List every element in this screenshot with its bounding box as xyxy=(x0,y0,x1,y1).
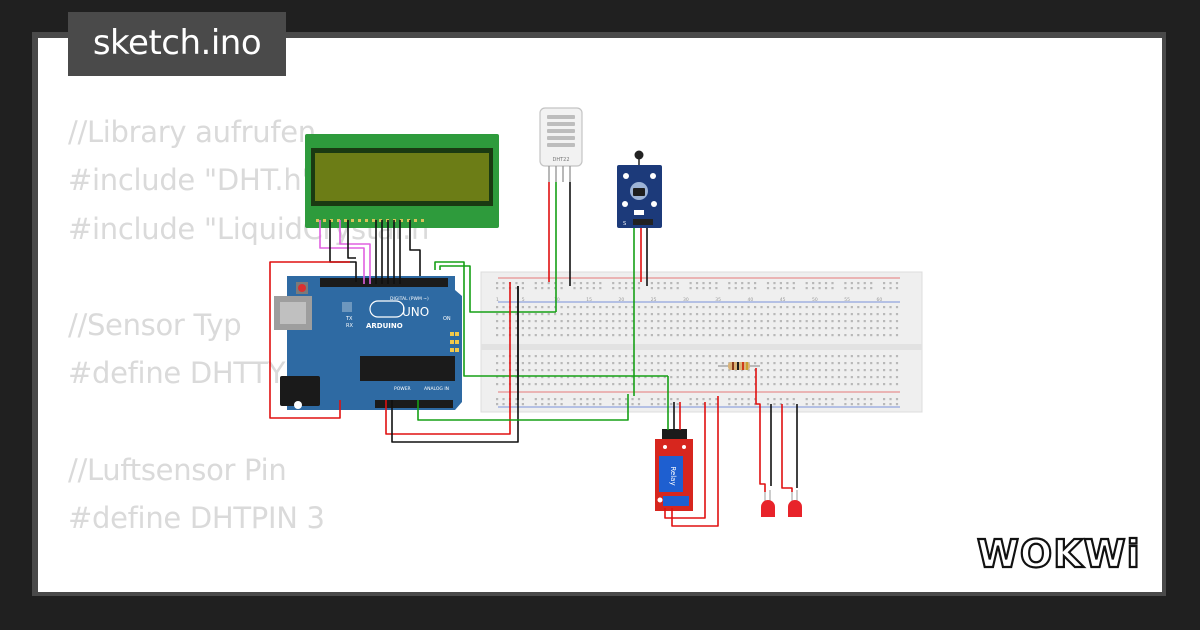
wokwi-logo: WOKWi xyxy=(976,531,1141,577)
arduino-tx-label: TX xyxy=(345,316,353,322)
arduino-uno: UNO ARDUINO DIGITAL (PWM ~) POWER ANALOG… xyxy=(274,276,462,410)
dht22-sensor: DHT22 xyxy=(539,107,583,182)
lcd-display xyxy=(305,134,499,228)
arduino-on-label: ON xyxy=(443,316,451,322)
arduino-brand-label: ARDUINO xyxy=(366,322,403,330)
breadboard-column-number: 50 xyxy=(812,297,818,303)
temperature-sensor-module: S xyxy=(617,150,662,228)
arduino-model-label: UNO xyxy=(402,305,429,319)
code-line: //Luftsensor Pin xyxy=(68,453,287,488)
breadboard-column-number: 40 xyxy=(748,297,754,303)
relay-label: Relay xyxy=(669,466,677,485)
breadboard-column-number: 10 xyxy=(554,297,560,303)
breadboard-column-number: 60 xyxy=(877,297,883,303)
relay-module: Relay xyxy=(655,429,693,511)
led-left xyxy=(761,490,775,517)
breadboard-column-number: 30 xyxy=(683,297,689,303)
wokwi-logo-text: WOKWi xyxy=(977,532,1141,576)
code-line: //Library aufrufen xyxy=(68,115,316,149)
arduino-analog-label: ANALOG IN xyxy=(424,386,449,392)
code-line: #include "DHT.h" xyxy=(68,163,315,198)
breadboard-column-number: 20 xyxy=(619,297,625,303)
breadboard-column-number: 55 xyxy=(844,297,850,303)
dht22-label: DHT22 xyxy=(552,157,569,163)
wires xyxy=(269,182,798,527)
arduino-power-label: POWER xyxy=(394,386,411,392)
breadboard-column-number: 1 xyxy=(496,297,499,303)
led-right xyxy=(788,490,802,517)
resistor xyxy=(718,362,760,370)
arduino-rx-label: RX xyxy=(346,323,353,329)
code-line: #define DHTPIN 3 xyxy=(68,501,325,536)
breadboard-column-number: 15 xyxy=(586,297,592,303)
arduino-digital-label: DIGITAL (PWM ~) xyxy=(390,296,429,302)
breadboard-column-number: 35 xyxy=(715,297,721,303)
svg-text:S: S xyxy=(623,221,626,227)
sketch-title-tab: sketch.ino xyxy=(68,12,286,76)
breadboard-column-number: 25 xyxy=(651,297,657,303)
breadboard-column-number: 45 xyxy=(780,297,786,303)
code-line: //Sensor Typ xyxy=(68,308,242,343)
breadboard-column-number: 5 xyxy=(522,297,525,303)
